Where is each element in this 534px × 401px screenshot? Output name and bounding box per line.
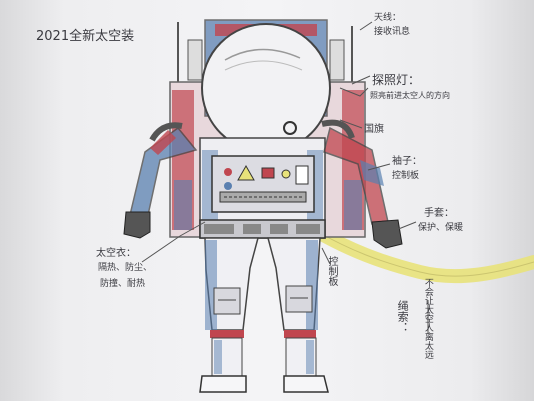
rope — [311, 225, 534, 284]
mic — [283, 121, 297, 135]
left-boot — [199, 375, 247, 393]
title: 2021全新太空装 — [36, 29, 135, 44]
lamp-label-title: 探照灯： — [372, 73, 421, 87]
lamp-label-desc: 照亮前进太空人的方向 — [370, 91, 450, 100]
panel-label: 控制板 — [326, 256, 337, 286]
helmet-visor — [201, 23, 331, 153]
right-glove — [371, 219, 403, 249]
sleeve-label-title: 袖子： — [392, 156, 422, 167]
antenna-label-line2: 接收讯息 — [374, 27, 411, 37]
right-boot — [283, 375, 329, 393]
pointer-lines — [141, 21, 429, 334]
rope-label-desc: 不会让太空人离太远 — [422, 278, 433, 359]
antenna-label-line1: 天线： — [374, 13, 402, 23]
glove-label-desc: 保护、保暖 — [418, 223, 464, 233]
flag-label: 国旗 — [364, 124, 384, 135]
suit-label-title: 太空衣： — [96, 248, 136, 259]
rope-label-title: 绳索： — [396, 300, 410, 333]
sleeve-label-desc: 控制板 — [392, 171, 420, 181]
suit-label-desc1: 隔热、防尘、 — [98, 263, 153, 273]
suit-label-desc2: 防撞、耐热 — [100, 279, 146, 289]
left-glove — [123, 211, 151, 239]
glove-label-title: 手套： — [424, 208, 454, 219]
